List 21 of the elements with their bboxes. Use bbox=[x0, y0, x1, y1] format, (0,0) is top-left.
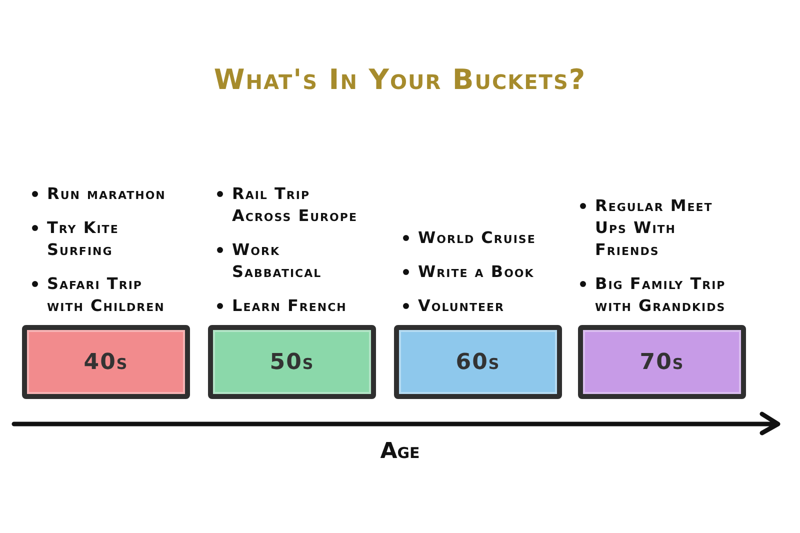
bucket-item: Learn French bbox=[232, 295, 347, 317]
bucket-item: Run marathon bbox=[47, 183, 166, 205]
bucket-item: Big Family Trip with Grandkids bbox=[595, 273, 727, 317]
bucket-item: Safari Trip with Children bbox=[47, 273, 166, 317]
axis-label: Age bbox=[379, 438, 421, 466]
diagram-title: What's In Your Buckets? bbox=[212, 62, 588, 98]
decade-box bbox=[208, 325, 376, 399]
bucket-item: Write a Book bbox=[418, 261, 534, 283]
decade-box bbox=[394, 325, 562, 399]
decade-box bbox=[578, 325, 746, 399]
bucket-item: Volunteer bbox=[418, 295, 504, 317]
bucket-item: Work Sabbatical bbox=[232, 239, 323, 283]
bucket-item: Regular Meet Ups With Friends bbox=[595, 195, 714, 261]
decade-label: 50s bbox=[270, 350, 314, 374]
decade-label: 60s bbox=[456, 350, 500, 374]
bucket-item: Rail Trip Across Europe bbox=[232, 183, 358, 227]
decade-label: 70s bbox=[640, 350, 684, 374]
bucket-item: Try Kite Surfing bbox=[47, 217, 120, 261]
bucket-item: World Cruise bbox=[418, 227, 536, 249]
decade-label: 40s bbox=[84, 350, 128, 374]
decade-box bbox=[22, 325, 190, 399]
